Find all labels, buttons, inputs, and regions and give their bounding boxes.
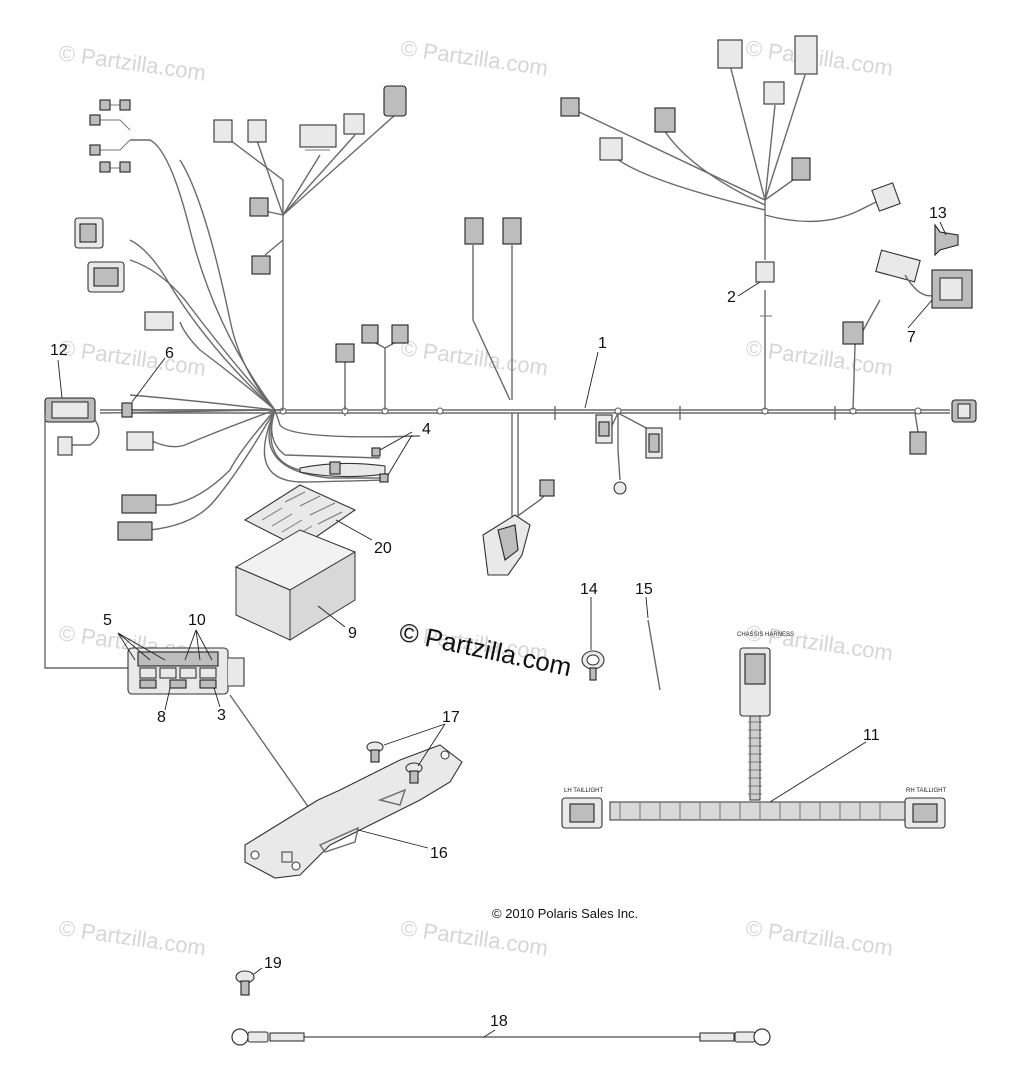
watermark: © Partzilla.com [57, 915, 207, 960]
callout-11: 11 [863, 727, 880, 744]
watermark-layer: © Partzilla.com © Partzilla.com © Partzi… [57, 35, 894, 960]
watermark: © Partzilla.com [744, 915, 894, 960]
callout-19: 19 [264, 955, 282, 972]
taillight-harness-11: CHASSIS HARNESS LH TAILLIGHT RH TAILLIGH… [561, 632, 946, 829]
center-vertical-branches [464, 217, 555, 576]
callout-15: 15 [635, 581, 653, 598]
callout-12: 12 [50, 342, 68, 359]
center-watermark: © Partzilla.com [397, 617, 575, 683]
label-card-20 [243, 484, 357, 549]
callout-8: 8 [157, 709, 166, 726]
module-12 [44, 397, 130, 669]
callout-numbers: 1 2 3 4 5 6 7 8 9 10 11 12 13 14 15 16 1… [50, 205, 947, 1030]
inline-fuse-4 [299, 447, 389, 483]
callout-16: 16 [430, 845, 448, 862]
callout-7: 7 [907, 329, 916, 346]
push-rivet-13 [934, 223, 959, 257]
copyright-notice: © 2010 Polaris Sales Inc. [492, 906, 638, 921]
callout-6: 6 [165, 345, 174, 362]
callout-13: 13 [929, 205, 947, 222]
watermark: © Partzilla.com [744, 35, 894, 80]
battery-box-9 [234, 529, 357, 641]
mounting-plate-16 [244, 744, 463, 879]
main-harness [130, 299, 977, 495]
callout-2: 2 [727, 289, 736, 306]
leader-lines [57, 221, 947, 1038]
relay-connector-7 [875, 249, 973, 309]
upper-left-connectors [74, 99, 174, 541]
watermark: © Partzilla.com [57, 40, 207, 85]
callout-17: 17 [442, 709, 460, 726]
callout-4: 4 [422, 421, 431, 438]
clip-6 [121, 402, 133, 418]
callout-10: 10 [188, 612, 206, 629]
callout-9: 9 [348, 625, 357, 642]
callout-1: 1 [598, 335, 607, 352]
fuse-box [127, 647, 329, 836]
cable-tie-15 [647, 619, 661, 691]
watermark: © Partzilla.com [744, 335, 894, 380]
lh-taillight-label: LH TAILLIGHT [564, 788, 603, 794]
callout-18: 18 [490, 1013, 508, 1030]
watermark: © Partzilla.com [399, 35, 549, 80]
callout-14: 14 [580, 581, 598, 598]
watermark: © Partzilla.com [57, 335, 207, 380]
rh-taillight-label: RH TAILLIGHT [906, 788, 946, 794]
left-harness-branches [99, 139, 421, 531]
chassis-harness-label: CHASSIS HARNESS [737, 632, 794, 638]
clamp-14 [581, 650, 605, 681]
screw-19 [235, 970, 255, 996]
watermark: © Partzilla.com [399, 915, 549, 960]
ground-strap-18 [231, 1028, 771, 1046]
upper-right-connectors [560, 35, 901, 410]
callout-20: 20 [374, 540, 392, 557]
callout-5: 5 [103, 612, 112, 629]
watermark: © Partzilla.com [399, 335, 549, 380]
upper-center-connectors [213, 85, 407, 275]
callout-3: 3 [217, 707, 226, 724]
